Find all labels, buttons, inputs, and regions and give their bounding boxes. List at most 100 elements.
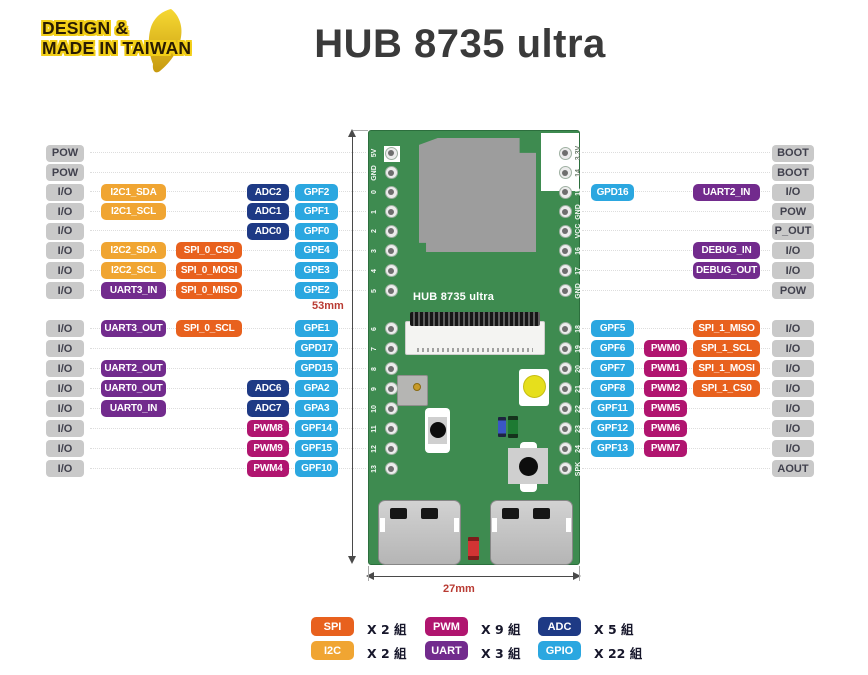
pin-pad bbox=[384, 382, 398, 395]
pin-badge-PWM9: PWM9 bbox=[247, 440, 289, 457]
pin-badge-GPF12: GPF12 bbox=[591, 420, 634, 437]
pin-badge-UART2_OUT: UART2_OUT bbox=[101, 360, 166, 377]
pin-badge-UART0_IN: UART0_IN bbox=[101, 400, 166, 417]
pin-type-POW: POW bbox=[46, 144, 84, 162]
usb-c-port-left bbox=[378, 500, 461, 565]
pin-badge-GPA3: GPA3 bbox=[295, 400, 338, 417]
pin-type-P_OUT: P_OUT bbox=[772, 222, 814, 240]
leader-line bbox=[90, 171, 366, 173]
camera-fpc-connector bbox=[405, 321, 545, 355]
pin-type-IO: I/O bbox=[772, 420, 814, 437]
pin-pad bbox=[384, 205, 398, 218]
usb-slot bbox=[454, 518, 459, 532]
pin-badge-UART3_IN: UART3_IN bbox=[101, 282, 166, 299]
legend-badge-SPI: SPI bbox=[311, 617, 354, 636]
pin-pad bbox=[558, 185, 572, 199]
pin-badge-GPF10: GPF10 bbox=[295, 460, 338, 477]
leader-line bbox=[582, 249, 770, 251]
pin-badge-PWM1: PWM1 bbox=[644, 360, 687, 377]
leader-line bbox=[90, 230, 366, 231]
blue-component bbox=[498, 417, 506, 437]
tactile-button-1 bbox=[430, 422, 446, 438]
pin-badge-ADC6: ADC6 bbox=[247, 380, 289, 397]
legend-count-UART: X 3 組 bbox=[481, 646, 521, 661]
pin-badge-UART3_OUT: UART3_OUT bbox=[101, 320, 166, 337]
pin-type-POW: POW bbox=[772, 203, 814, 220]
pin-badge-GPD15: GPD15 bbox=[295, 360, 338, 377]
arrow-right-icon bbox=[573, 572, 581, 580]
pin-type-IO: I/O bbox=[46, 400, 84, 417]
pin-badge-GPF6: GPF6 bbox=[591, 340, 634, 357]
mic-port-dot bbox=[413, 383, 421, 391]
pin-pad bbox=[558, 442, 572, 455]
usb-c-port-right bbox=[490, 500, 573, 565]
pin-badge-GPD17: GPD17 bbox=[295, 340, 338, 357]
pin-badge-I2C1_SCL: I2C1_SCL bbox=[101, 203, 166, 220]
made-in-taiwan-logo: DESIGN & MADE IN TAIWAN bbox=[36, 6, 216, 73]
leader-line bbox=[582, 327, 770, 329]
leader-line bbox=[90, 427, 366, 429]
pin-label-left-5: 5 bbox=[370, 288, 378, 293]
module-shield bbox=[419, 138, 536, 252]
pin-pad bbox=[384, 322, 398, 335]
legend-badge-PWM: PWM bbox=[425, 617, 468, 636]
usb-slot bbox=[566, 518, 571, 532]
pin-badge-GPF8: GPF8 bbox=[591, 380, 634, 397]
leader-line bbox=[582, 171, 770, 173]
leader-line bbox=[582, 210, 770, 212]
pin-badge-SPI_0_MOSI: SPI_0_MOSI bbox=[176, 262, 242, 279]
pin-type-IO: I/O bbox=[46, 282, 84, 299]
camera-fpc-clamp bbox=[410, 312, 540, 326]
pin-type-BOOT: BOOT bbox=[772, 164, 814, 181]
pin-badge-SPI_1_CS0: SPI_1_CS0 bbox=[693, 380, 760, 397]
pin-badge-SPI_1_SCL: SPI_1_SCL bbox=[693, 340, 760, 357]
pin-pad bbox=[384, 166, 398, 179]
pin-pad bbox=[384, 224, 398, 238]
board-white-notch bbox=[541, 133, 579, 191]
pin-pad bbox=[384, 442, 398, 455]
pin-badge-GPF0: GPF0 bbox=[295, 222, 338, 240]
pin-badge-I2C2_SCL: I2C2_SCL bbox=[101, 262, 166, 279]
pin-type-IO: I/O bbox=[46, 360, 84, 377]
pin-badge-SPI_0_CS0: SPI_0_CS0 bbox=[176, 242, 242, 259]
pin-type-IO: I/O bbox=[772, 360, 814, 377]
leader-line bbox=[90, 152, 366, 153]
pin-type-AOUT: AOUT bbox=[772, 460, 814, 477]
leader-line bbox=[582, 191, 770, 192]
pin-type-IO: I/O bbox=[46, 203, 84, 220]
pin-badge-GPF11: GPF11 bbox=[591, 400, 634, 417]
pin-type-IO: I/O bbox=[46, 440, 84, 457]
legend-count-ADC: X 5 組 bbox=[594, 622, 634, 637]
usb-slot bbox=[380, 518, 385, 532]
pin-badge-PWM5: PWM5 bbox=[644, 400, 687, 417]
pin-badge-ADC2: ADC2 bbox=[247, 183, 289, 201]
pin-type-IO: I/O bbox=[46, 340, 84, 357]
pin-pad bbox=[558, 362, 572, 375]
legend-count-PWM: X 9 組 bbox=[481, 622, 521, 637]
pin-pad bbox=[558, 382, 572, 395]
pin-badge-DEBUG_OUT: DEBUG_OUT bbox=[693, 262, 760, 279]
leader-line bbox=[582, 289, 770, 291]
leader-line bbox=[90, 347, 366, 349]
pin-pad bbox=[384, 284, 398, 297]
leader-line bbox=[582, 152, 770, 153]
pin-badge-SPI_1_MISO: SPI_1_MISO bbox=[693, 320, 760, 337]
leader-line bbox=[90, 367, 366, 369]
leader-line bbox=[90, 467, 366, 469]
pin-pad bbox=[384, 422, 398, 435]
legend-badge-UART: UART bbox=[425, 641, 468, 660]
leader-line bbox=[90, 447, 366, 449]
pin-badge-ADC0: ADC0 bbox=[247, 222, 289, 240]
pin-pad bbox=[384, 185, 398, 199]
pin-badge-GPF14: GPF14 bbox=[295, 420, 338, 437]
pin-badge-UART2_IN: UART2_IN bbox=[693, 183, 760, 201]
legend-badge-GPIO: GPIO bbox=[538, 641, 581, 660]
green-component bbox=[508, 416, 518, 438]
pin-type-IO: I/O bbox=[772, 400, 814, 417]
usb-contact bbox=[421, 508, 438, 519]
arrow-left-icon bbox=[366, 572, 374, 580]
pin-pad bbox=[384, 264, 398, 277]
pin-badge-GPA2: GPA2 bbox=[295, 380, 338, 397]
pin-pad bbox=[558, 422, 572, 435]
pin-pad bbox=[558, 166, 572, 179]
